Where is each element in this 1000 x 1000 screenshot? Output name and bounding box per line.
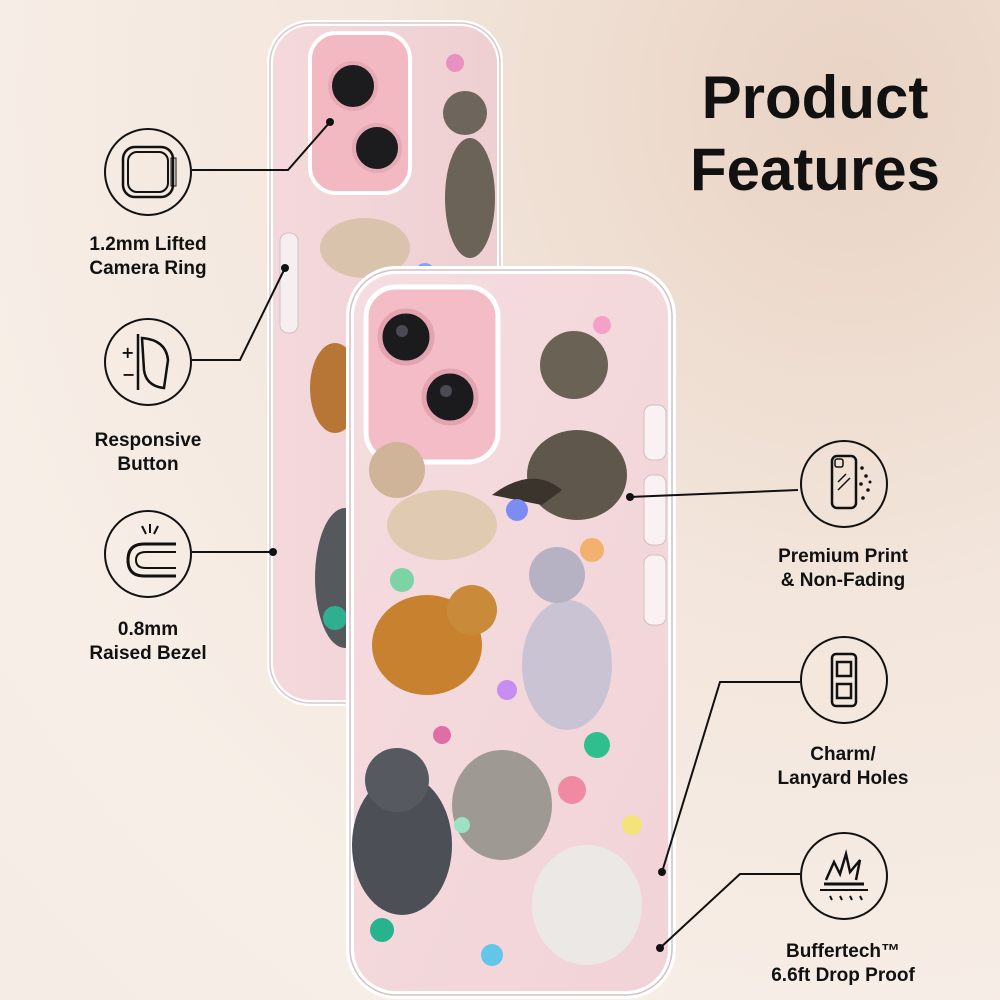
feature-label-responsive-button: Responsive Button [94, 430, 202, 475]
svg-text:+: + [121, 343, 134, 362]
phone-case-front-view [346, 266, 676, 999]
page-title: Product Features [640, 62, 990, 206]
feature-label-drop-proof: Buffertech™ 6.6ft Drop Proof [771, 941, 915, 986]
feature-label-premium-print: Premium Print & Non-Fading [778, 546, 908, 591]
print-sparkle-icon [800, 440, 888, 528]
title-line-1: Product [701, 64, 929, 131]
feature-label-lanyard-holes: Charm/ Lanyard Holes [777, 744, 909, 789]
raised-bezel-icon [104, 510, 192, 598]
camera-ring-icon [104, 128, 192, 216]
title-line-2: Features [689, 136, 941, 203]
feature-label-camera-ring: 1.2mm Lifted Camera Ring [89, 234, 207, 279]
feature-label-raised-bezel: 0.8mm Raised Bezel [89, 619, 207, 664]
shock-absorb-icon [800, 832, 888, 920]
button-press-icon: + − [104, 318, 192, 406]
lanyard-holes-icon [800, 636, 888, 724]
svg-text:−: − [122, 365, 135, 384]
